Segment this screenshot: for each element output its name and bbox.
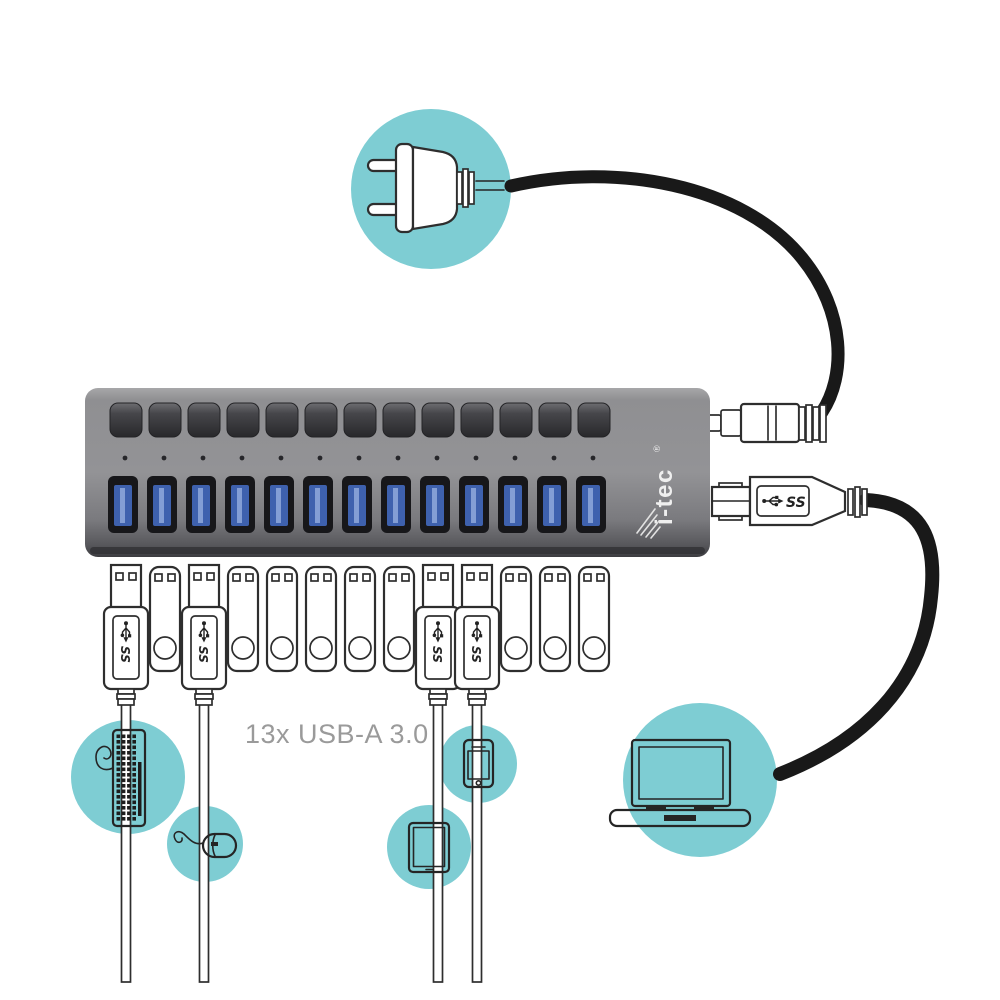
laptop-icon [608, 738, 752, 828]
hub-power-button [460, 402, 494, 438]
hub-power-button [187, 402, 221, 438]
hub-led [161, 455, 167, 461]
usb-a-cable-connector-mouse: SS [180, 563, 228, 983]
hub-buttons-row [109, 402, 611, 438]
hub-usb-port [303, 476, 333, 533]
itec-wing-icon [636, 508, 661, 539]
flash-drive [382, 565, 416, 673]
hub-usb-port [264, 476, 294, 533]
brand-registered-mark: ® [652, 445, 662, 452]
hub-power-button [343, 402, 377, 438]
hub-power-button [109, 402, 143, 438]
hub-usb-port [576, 476, 606, 533]
hub-led [200, 455, 206, 461]
hub-led [239, 455, 245, 461]
hub-power-button [577, 402, 611, 438]
hub-usb-port [186, 476, 216, 533]
hub-led [278, 455, 284, 461]
hub-usb-port [420, 476, 450, 533]
usb-a-cable-connector-tablet: SS [414, 563, 462, 983]
hub-led [551, 455, 557, 461]
hub-led [395, 455, 401, 461]
hub-led-row [122, 455, 596, 461]
hub-power-button [265, 402, 299, 438]
tablet-icon [407, 821, 451, 874]
flash-drive [226, 565, 260, 673]
connected-devices-row: SS SS SS SS [102, 563, 611, 983]
flash-drive [577, 565, 611, 673]
cable-superspeed-label: SS [196, 646, 210, 663]
hub-power-button [538, 402, 572, 438]
usb-a-cable-connector-keyboard: SS [102, 563, 150, 983]
hub-power-button [382, 402, 416, 438]
hub-usb-port [537, 476, 567, 533]
hub-brand-logo: i-tec ® [636, 445, 678, 539]
hub-led [512, 455, 518, 461]
hub-power-button [421, 402, 455, 438]
keyboard-icon [95, 728, 147, 828]
power-plug-icon [366, 142, 505, 234]
hub-usb-port [225, 476, 255, 533]
hub-usb-port [459, 476, 489, 533]
hub-power-button [499, 402, 533, 438]
device-cable [471, 699, 483, 983]
hub-power-button [148, 402, 182, 438]
cable-superspeed-label: SS [430, 646, 444, 663]
brand-text: i-tec [651, 468, 678, 525]
device-cable [432, 699, 444, 983]
usb-b-superspeed-label: SS [786, 495, 806, 511]
hub-led [473, 455, 479, 461]
hub-led [590, 455, 596, 461]
power-cable [504, 170, 845, 419]
tablet-circle [387, 805, 471, 889]
hub-usb-port [108, 476, 138, 533]
host-cable [773, 493, 940, 781]
flash-drive [538, 565, 572, 673]
hub-power-button [226, 402, 260, 438]
flash-drive [499, 565, 533, 673]
cable-superspeed-label: SS [118, 646, 132, 663]
hub-led [356, 455, 362, 461]
usb-a-cable-connector-smartphone: SS [453, 563, 501, 983]
hub-led [122, 455, 128, 461]
flash-drive [304, 565, 338, 673]
hub-port-row [108, 476, 606, 533]
ports-caption: 13x USB-A 3.0 [245, 719, 429, 749]
hub-usb-port [498, 476, 528, 533]
hub-led [317, 455, 323, 461]
laptop-circle [623, 703, 777, 857]
cable-superspeed-label: SS [469, 646, 483, 663]
flash-drive [148, 565, 182, 673]
dc-barrel-connector [703, 402, 827, 444]
hub-usb-port [381, 476, 411, 533]
hub-usb-port [147, 476, 177, 533]
mouse-icon [173, 831, 238, 859]
flash-drive [343, 565, 377, 673]
hub-bottom-shadow [90, 547, 705, 554]
hub-power-button [304, 402, 338, 438]
smartphone-icon [462, 738, 495, 789]
usb-hub-body: i-tec ® [85, 388, 710, 557]
hub-usb-port [342, 476, 372, 533]
hub-led [434, 455, 440, 461]
usb-b-connector: SS [710, 475, 868, 527]
flash-drive [265, 565, 299, 673]
